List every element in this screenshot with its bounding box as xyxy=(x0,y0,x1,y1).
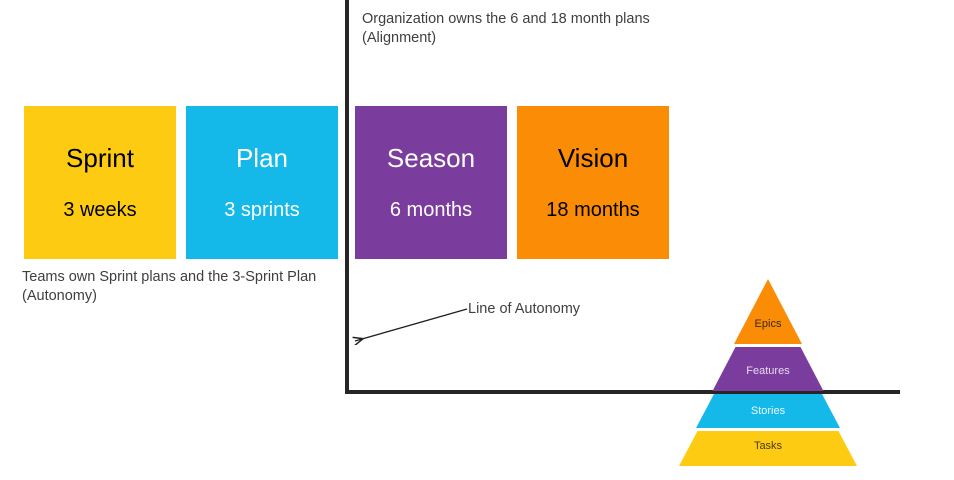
box-sprint[interactable]: Sprint 3 weeks xyxy=(24,106,176,259)
line-of-autonomy-label: Line of Autonomy xyxy=(468,301,581,317)
pyramid-label-features: Features xyxy=(746,365,790,377)
pyramid-tier-stories[interactable] xyxy=(696,394,840,428)
pyramid-tier-epics[interactable] xyxy=(734,279,802,344)
box-vision-title: Vision xyxy=(557,143,629,174)
box-vision-subtitle: 18 months xyxy=(546,198,640,221)
box-season-subtitle: 6 months xyxy=(389,198,473,221)
box-season[interactable]: Season 6 months xyxy=(355,106,507,259)
horizontal-axis-line xyxy=(345,390,900,394)
vertical-axis-line xyxy=(345,0,349,394)
box-plan[interactable]: Plan 3 sprints xyxy=(186,106,338,259)
box-plan-title: Plan xyxy=(235,143,289,174)
work-item-pyramid xyxy=(679,279,857,466)
pyramid-label-tasks: Tasks xyxy=(753,440,783,452)
alignment-caption: Organization owns the 6 and 18 month pla… xyxy=(362,11,650,46)
box-vision[interactable]: Vision 18 months xyxy=(517,106,669,259)
autonomy-caption: Teams own Sprint plans and the 3-Sprint … xyxy=(22,269,317,304)
box-sprint-subtitle: 3 weeks xyxy=(63,198,137,221)
pyramid-tier-tasks[interactable] xyxy=(679,431,857,466)
box-plan-subtitle: 3 sprints xyxy=(224,198,300,221)
pyramid-tier-features[interactable] xyxy=(712,347,824,391)
pyramid-label-stories: Stories xyxy=(750,405,786,417)
box-season-title: Season xyxy=(386,143,476,174)
pyramid-label-epics: Epics xyxy=(754,318,782,330)
box-sprint-title: Sprint xyxy=(66,143,134,174)
line-of-autonomy-arrow-icon xyxy=(345,308,468,355)
